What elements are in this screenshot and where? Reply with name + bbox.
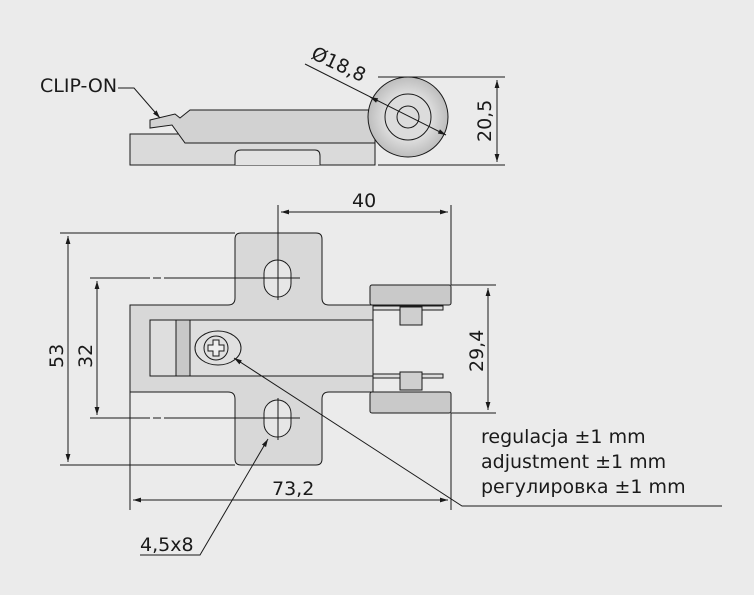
- clip-on-leader: [118, 87, 161, 119]
- arm-ear-top: [369, 284, 452, 306]
- slot-leader: [140, 438, 269, 556]
- slot-size-label: 4,5x8: [140, 534, 194, 556]
- clip-on-label: CLIP-ON: [40, 75, 117, 97]
- adjustment-label-en: adjustment ±1 mm: [481, 451, 666, 473]
- length-73-2-label: 73,2: [272, 478, 314, 500]
- height-20-5-label: 20,5: [474, 100, 496, 142]
- side-view: [118, 63, 505, 166]
- arm-ear-bottom: [369, 391, 452, 414]
- adjustment-label-pl: regulacja ±1 mm: [481, 426, 646, 448]
- plan-view: [60, 205, 722, 556]
- diameter-label: Ø18,8: [308, 43, 369, 87]
- adjustment-leader: [233, 357, 722, 507]
- arm-29-4-label: 29,4: [466, 330, 488, 372]
- adjustment-label-ru: регулировка ±1 mm: [481, 476, 686, 498]
- width-40-label: 40: [352, 190, 376, 212]
- cam-disc: [367, 76, 449, 158]
- spacing-32-label: 32: [75, 344, 97, 368]
- height-53-label: 53: [46, 344, 68, 368]
